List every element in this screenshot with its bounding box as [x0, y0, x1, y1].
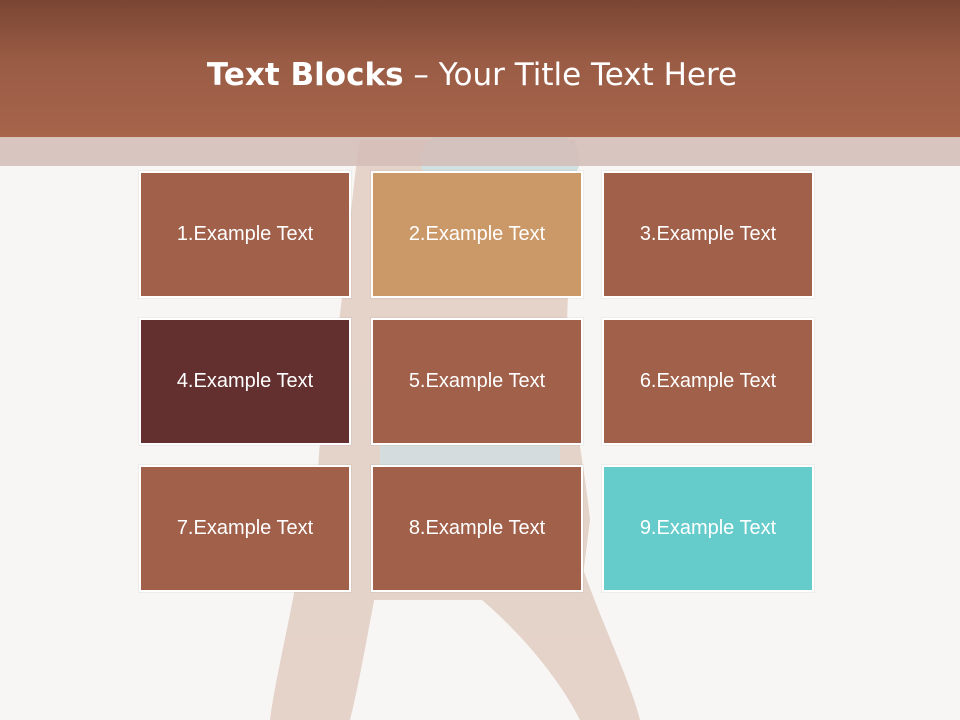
header-bar [0, 0, 960, 137]
title-separator: – [403, 57, 439, 93]
text-block-7: 7.Example Text [139, 465, 351, 592]
title-rest-text: Your Title Text Here [438, 57, 738, 93]
text-block-label: 1.Example Text [176, 223, 314, 245]
text-block-5: 5.Example Text [371, 318, 583, 445]
text-block-6: 6.Example Text [602, 318, 814, 445]
text-block-label: 4.Example Text [176, 370, 314, 392]
header-band [0, 137, 960, 166]
text-block-label: 7.Example Text [176, 517, 314, 539]
text-block-label: 3.Example Text [639, 223, 777, 245]
text-block-2: 2.Example Text [371, 171, 583, 298]
text-block-label: 2.Example Text [408, 223, 546, 245]
text-block-8: 8.Example Text [371, 465, 583, 592]
text-block-label: 5.Example Text [408, 370, 546, 392]
text-block-9: 9.Example Text [602, 465, 814, 592]
text-block-4: 4.Example Text [139, 318, 351, 445]
text-block-label: 9.Example Text [639, 517, 777, 539]
text-block-label: 8.Example Text [408, 517, 546, 539]
text-block-label: 6.Example Text [639, 370, 777, 392]
title-bold-text: Text Blocks [206, 57, 404, 93]
text-block-1: 1.Example Text [139, 171, 351, 298]
text-block-3: 3.Example Text [602, 171, 814, 298]
slide-title: Text Blocks – Your Title Text Here [0, 52, 944, 98]
